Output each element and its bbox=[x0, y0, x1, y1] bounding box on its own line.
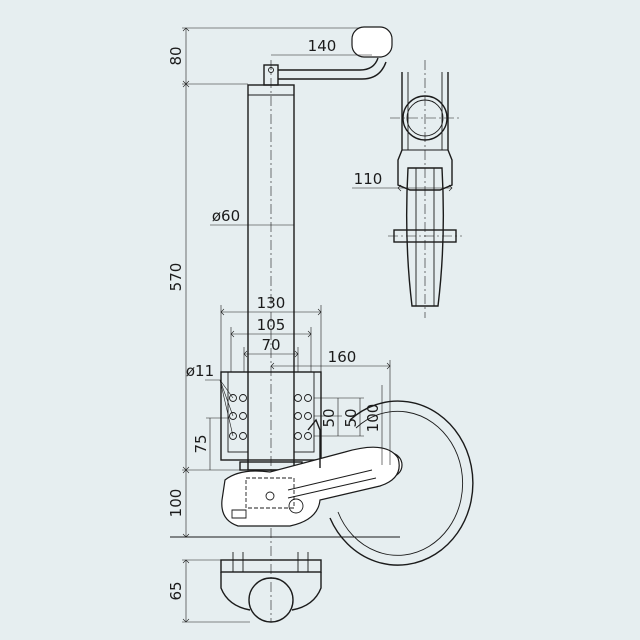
label-top-height: 80 bbox=[167, 46, 185, 65]
label-plate-lower: 75 bbox=[192, 434, 210, 453]
wheel-tire-inner bbox=[337, 410, 464, 556]
dimension-labels: 80 140 570 ø60 130 105 70 ø11 160 100 50… bbox=[167, 37, 382, 601]
label-hole-diameter: ø11 bbox=[186, 362, 214, 380]
arm-hidden-tube bbox=[245, 477, 295, 509]
crank-pin bbox=[268, 67, 274, 73]
side-axle bbox=[393, 229, 457, 243]
bolt-hole bbox=[229, 394, 237, 402]
bolt-hole bbox=[239, 432, 247, 440]
dim-arrows-65 bbox=[182, 559, 190, 623]
bolt-hole bbox=[239, 412, 247, 420]
clamp-lever bbox=[307, 418, 321, 468]
crank-handle bbox=[263, 26, 393, 86]
bolt-hole bbox=[294, 432, 302, 440]
label-wheel-height: 100 bbox=[364, 404, 382, 433]
bolt-hole bbox=[304, 394, 312, 402]
bolt-hole bbox=[294, 394, 302, 402]
leader-dia11 bbox=[205, 379, 234, 437]
arm-bushing bbox=[288, 498, 304, 514]
wheel-tire-outer bbox=[329, 400, 474, 566]
arm-slot-bottom bbox=[287, 477, 377, 499]
clamp-body bbox=[220, 572, 322, 611]
plate-left-flange bbox=[227, 371, 249, 453]
label-plate-width-outer: 130 bbox=[257, 294, 286, 312]
dim-arrows-110 bbox=[397, 184, 453, 192]
swing-arm bbox=[221, 446, 400, 527]
bolt-hole bbox=[229, 432, 237, 440]
dim-arrows-horizontal bbox=[220, 308, 391, 370]
arm-pivot bbox=[265, 491, 275, 501]
clamp-top-plate bbox=[220, 559, 322, 573]
label-hole-spacing-a: 50 bbox=[320, 408, 338, 427]
dimension-lines bbox=[182, 27, 391, 538]
label-wheel-offset: 160 bbox=[328, 348, 357, 366]
side-frame bbox=[397, 72, 453, 191]
dim-arrows-vertical bbox=[182, 27, 190, 538]
label-total-height: 570 bbox=[167, 263, 185, 292]
side-tube-section bbox=[402, 95, 448, 141]
clamp-ring bbox=[248, 577, 294, 623]
side-tube-inner bbox=[406, 99, 444, 137]
label-crank-length: 140 bbox=[308, 37, 337, 55]
label-plate-width-inner: 70 bbox=[261, 336, 280, 354]
bolt-hole bbox=[239, 394, 247, 402]
clamp-detail bbox=[182, 552, 322, 623]
arm-body bbox=[221, 446, 400, 527]
bolt-hole bbox=[294, 412, 302, 420]
crank-knob bbox=[351, 26, 393, 58]
side-wheel bbox=[405, 167, 445, 307]
front-view bbox=[170, 26, 474, 622]
bolt-hole bbox=[304, 412, 312, 420]
label-side-width: 110 bbox=[354, 170, 383, 188]
arm-tab bbox=[231, 509, 247, 519]
label-hole-spacing-b: 50 bbox=[342, 408, 360, 427]
side-view bbox=[352, 60, 462, 318]
label-tube-diameter: ø60 bbox=[212, 207, 240, 225]
crank-stem bbox=[263, 64, 279, 86]
label-foot-height: 100 bbox=[167, 489, 185, 518]
label-clamp-height: 65 bbox=[167, 581, 185, 600]
label-plate-width-mid: 105 bbox=[257, 316, 286, 334]
bolt-hole bbox=[229, 412, 237, 420]
plate-right-flange bbox=[293, 371, 315, 453]
arm-slot-top bbox=[287, 469, 373, 491]
bolt-hole bbox=[304, 432, 312, 440]
crank-arm bbox=[278, 57, 387, 80]
